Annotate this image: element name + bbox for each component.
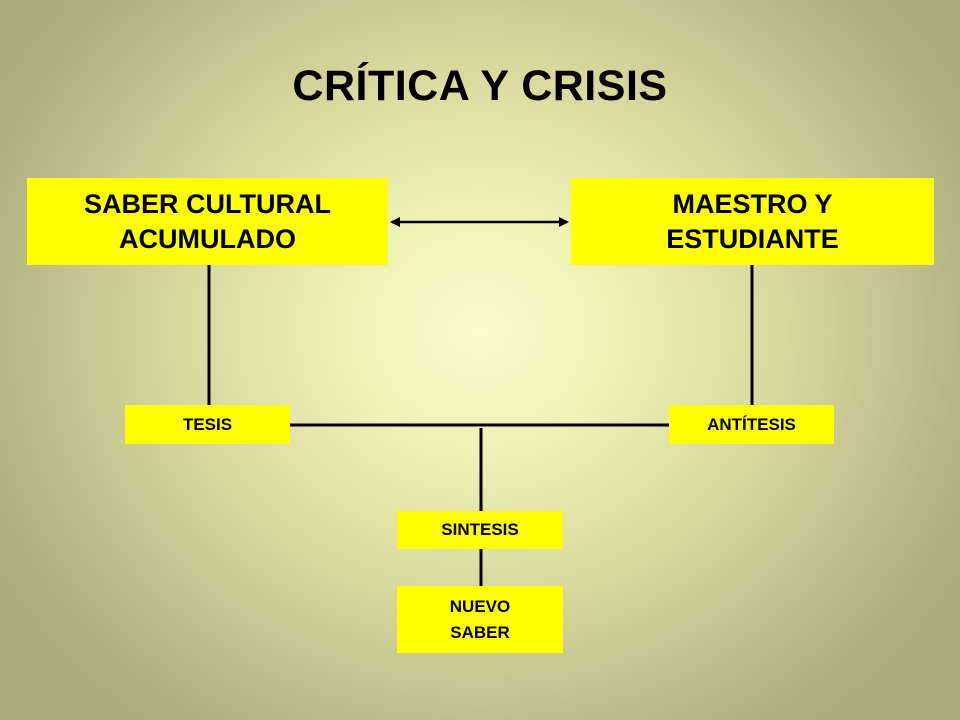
node-label-line-2: SABER — [450, 622, 510, 642]
node-nuevo-saber: NUEVO SABER — [397, 586, 563, 653]
node-saber-cultural-acumulado: SABER CULTURAL ACUMULADO — [27, 178, 388, 265]
node-tesis: TESIS — [125, 405, 290, 444]
node-label-line-1: SABER CULTURAL — [84, 188, 331, 219]
node-label-line-2: ESTUDIANTE — [666, 223, 839, 254]
node-label-line-1: NUEVO — [449, 596, 511, 616]
node-maestro-y-estudiante: MAESTRO Y ESTUDIANTE — [571, 178, 934, 265]
node-label-line-2: ACUMULADO — [119, 223, 296, 254]
node-label: TESIS — [182, 414, 233, 434]
page-title: CRÍTICA Y CRISIS — [292, 62, 668, 110]
node-sintesis: SINTESIS — [397, 511, 563, 549]
node-antitesis: ANTÍTESIS — [669, 405, 834, 444]
node-label: ANTÍTESIS — [707, 414, 796, 434]
node-label-line-1: MAESTRO Y — [672, 188, 833, 219]
node-label: SINTESIS — [441, 520, 519, 539]
